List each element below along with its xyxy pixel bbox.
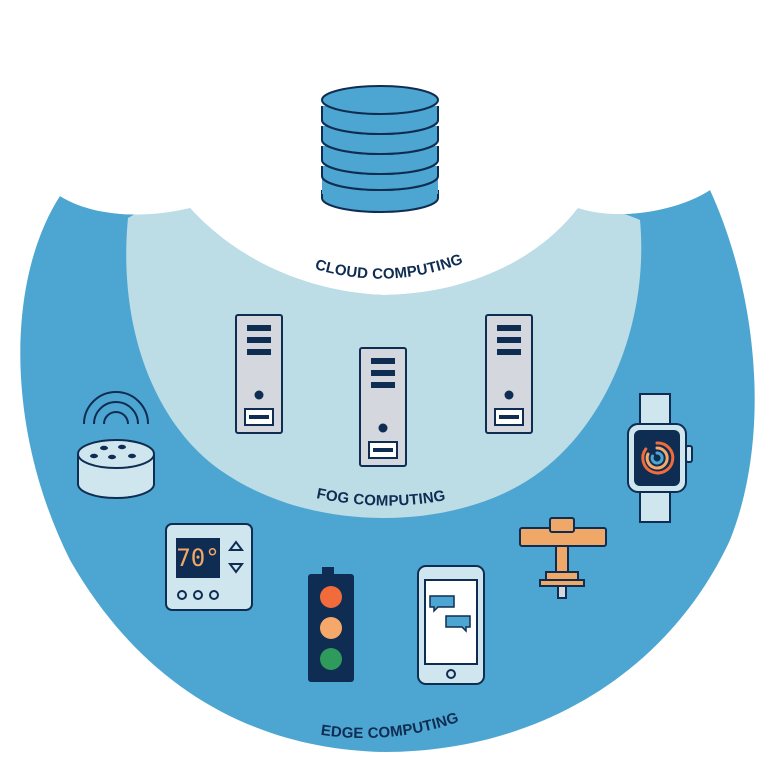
smartwatch-icon [627, 393, 693, 523]
traffic-light-icon [308, 567, 354, 682]
smartphone-icon [417, 565, 485, 685]
server-tower-icon [485, 314, 533, 434]
thermostat-icon: 70° [165, 523, 253, 611]
server-tower-icon [359, 347, 407, 467]
database-icon [321, 85, 439, 213]
thermostat-display: 70° [176, 544, 219, 572]
water-valve-icon [519, 517, 607, 599]
server-tower-icon [235, 314, 283, 434]
smart-speaker-icon [77, 391, 155, 499]
